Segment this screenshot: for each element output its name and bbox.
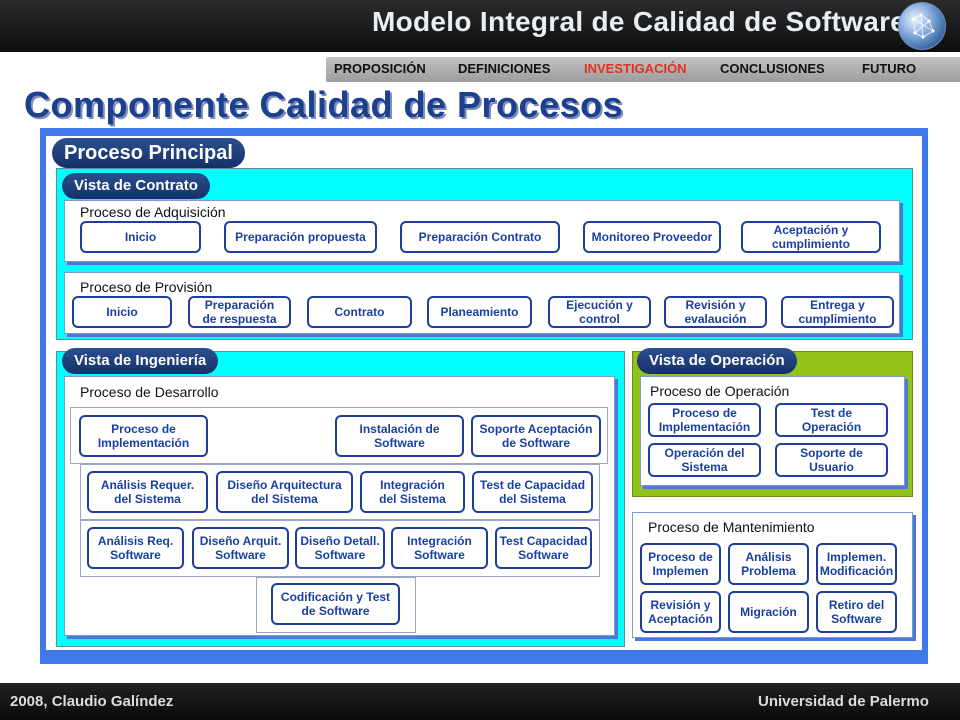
process-box[interactable]: Análisis Req. Software — [87, 527, 184, 569]
process-box[interactable]: Test de Operación — [775, 403, 888, 437]
nav-definiciones[interactable]: DEFINICIONES — [458, 61, 551, 76]
process-box[interactable]: Integración del Sistema — [360, 471, 465, 513]
proceso-desarrollo-label: Proceso de Desarrollo — [80, 384, 219, 400]
vista-ingenieria-title: Vista de Ingeniería — [62, 348, 219, 374]
process-box[interactable]: Instalación de Software — [335, 415, 464, 457]
process-box[interactable]: Inicio — [80, 221, 201, 253]
process-box[interactable]: Monitoreo Proveedor — [583, 221, 721, 253]
process-box[interactable]: Proceso de Implementación — [79, 415, 208, 457]
proceso-principal-title: Proceso Principal — [52, 138, 245, 168]
nav-futuro[interactable]: FUTURO — [862, 61, 917, 76]
process-box[interactable]: Preparación propuesta — [224, 221, 377, 253]
process-box[interactable]: Soporte Aceptación de Software — [471, 415, 601, 457]
proceso-provision-label: Proceso de Provisión — [80, 279, 213, 295]
process-box[interactable]: Diseño Arquitectura del Sistema — [216, 471, 353, 513]
process-box[interactable]: Preparación de respuesta — [188, 296, 291, 328]
globe-logo-icon — [898, 2, 946, 50]
process-box[interactable]: Preparación Contrato — [400, 221, 560, 253]
proceso-operacion-label: Proceso de Operación — [650, 383, 790, 399]
process-box[interactable]: Retiro del Software — [816, 591, 897, 633]
process-box[interactable]: Ejecución y control — [548, 296, 651, 328]
process-box[interactable]: Migración — [728, 591, 809, 633]
footer-university: Universidad de Palermo — [758, 693, 929, 710]
process-box[interactable]: Revisión y Aceptación — [640, 591, 721, 633]
process-box[interactable]: Diseño Detall. Software — [295, 527, 385, 569]
process-box[interactable]: Operación del Sistema — [648, 443, 761, 477]
process-box[interactable]: Análisis Requer. del Sistema — [87, 471, 208, 513]
nav-conclusiones[interactable]: CONCLUSIONES — [720, 61, 825, 76]
vista-contrato-title: Vista de Contrato — [62, 173, 210, 199]
process-box[interactable]: Aceptación y cumplimiento — [741, 221, 881, 253]
proceso-adquisicion-label: Proceso de Adquisición — [80, 204, 226, 220]
process-box[interactable]: Soporte de Usuario — [775, 443, 888, 477]
process-box[interactable]: Inicio — [72, 296, 172, 328]
process-box[interactable]: Codificación y Test de Software — [271, 583, 400, 625]
process-box[interactable]: Revisión y evalaución — [664, 296, 767, 328]
process-box[interactable]: Test Capacidad Software — [495, 527, 592, 569]
app-title: Modelo Integral de Calidad de Software — [372, 6, 907, 37]
process-box[interactable]: Test de Capacidad del Sistema — [472, 471, 593, 513]
header-bar — [0, 0, 960, 52]
process-box[interactable]: Análisis Problema — [728, 543, 809, 585]
process-box[interactable]: Entrega y cumplimiento — [781, 296, 894, 328]
process-box[interactable]: Integración Software — [391, 527, 488, 569]
process-box[interactable]: Contrato — [307, 296, 412, 328]
nav-proposicion[interactable]: PROPOSICIÓN — [334, 61, 426, 76]
nav-bar: PROPOSICIÓN DEFINICIONES INVESTIGACIÓN C… — [326, 57, 960, 82]
process-box[interactable]: Planeamiento — [427, 296, 532, 328]
page-title: Componente Calidad de Procesos — [24, 84, 624, 125]
nav-investigacion[interactable]: INVESTIGACIÓN — [584, 61, 687, 76]
process-box[interactable]: Proceso de Implementación — [648, 403, 761, 437]
footer-author: 2008, Claudio Galíndez — [10, 693, 174, 710]
proceso-mantenimiento-label: Proceso de Mantenimiento — [648, 519, 815, 535]
footer-bar: 2008, Claudio Galíndez Universidad de Pa… — [0, 683, 960, 720]
process-box[interactable]: Diseño Arquit. Software — [192, 527, 289, 569]
process-box[interactable]: Proceso de Implemen — [640, 543, 721, 585]
vista-operacion-title: Vista de Operación — [637, 348, 797, 374]
process-box[interactable]: Implemen. Modificación — [816, 543, 897, 585]
